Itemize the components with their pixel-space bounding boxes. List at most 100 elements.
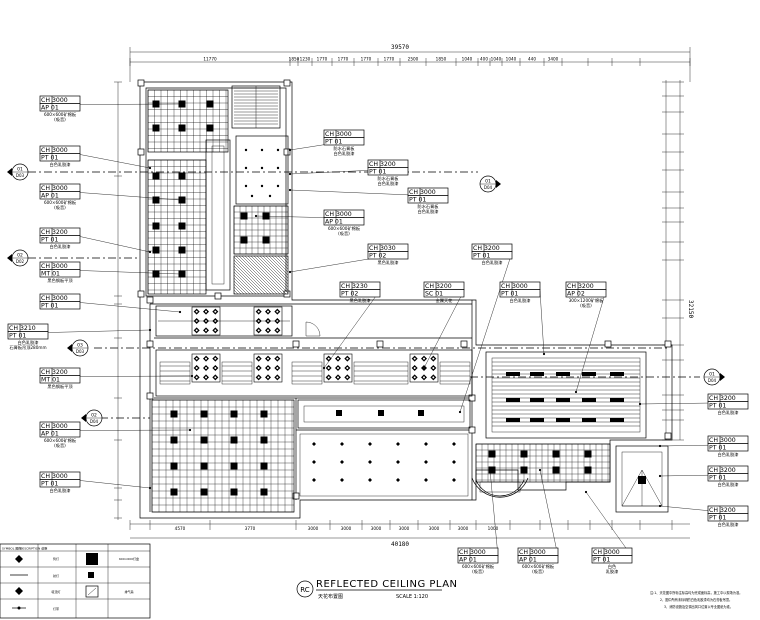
strip-light (506, 372, 520, 376)
light-panel (178, 124, 186, 132)
hatch-line (250, 256, 288, 294)
tag-note: 金属天花 (436, 297, 453, 304)
hatch-line (256, 256, 288, 288)
ornament-dot (267, 357, 269, 360)
hatch-line (194, 256, 232, 294)
leader-dot (148, 166, 152, 170)
strip-light (506, 418, 520, 422)
light-panel (200, 410, 208, 418)
tag-code-box (39, 301, 81, 310)
tag-note-2: 石膏板吊顶280mm (9, 344, 46, 351)
top-dim-label: 2500 (408, 57, 419, 62)
strip-light (610, 418, 624, 422)
tag-ch: CH 3000 (41, 295, 68, 302)
light-panel (178, 222, 186, 230)
tag-ch: CH 3000 (41, 97, 68, 104)
light-panel (552, 466, 560, 474)
hatch-line (244, 256, 284, 294)
leader-dot (574, 390, 578, 394)
leader-dot (538, 468, 542, 472)
tag-note: 防水石膏板 (378, 175, 400, 182)
leader-line (79, 302, 181, 313)
ornament-dot (327, 367, 330, 369)
strip-light (556, 372, 570, 376)
tag-ch: CH 3000 (593, 549, 620, 556)
downlight (260, 184, 264, 188)
leader-dot (658, 474, 662, 478)
tag-code: PT 01 (41, 303, 58, 310)
tag-note: 600×600矿棉板 (44, 437, 77, 444)
tag-code-box (407, 195, 449, 204)
tag-note-2: (吸音) (580, 302, 592, 309)
top-dim-label: 1850 (436, 57, 447, 62)
downlight (276, 184, 280, 188)
tag-code-box (323, 217, 365, 226)
ornament-dot (267, 329, 269, 332)
toilet-zone (235, 135, 289, 205)
leader-line (79, 236, 151, 253)
tag-code: PT 01 (369, 169, 386, 176)
light-panel (520, 466, 528, 474)
leader-line (79, 429, 191, 431)
ornament-dot (337, 367, 339, 369)
tag-code: MT 01 (41, 271, 60, 278)
top-dim-label: 3400 (548, 57, 559, 62)
lift-box (615, 445, 669, 513)
strip-light (610, 398, 624, 402)
ornament-dot (267, 376, 269, 379)
ornament-dot (276, 310, 279, 313)
column (664, 432, 672, 440)
tag-ch: CH 3200 (425, 283, 452, 290)
light-panel (260, 488, 268, 496)
legend-row-2-left: 射灯 (53, 573, 59, 578)
hatch-line (234, 256, 272, 294)
spotlight (452, 460, 456, 464)
light-panel (170, 462, 178, 470)
bottom-dim-label: 3000 (429, 526, 440, 531)
leader-dot (148, 328, 152, 332)
section-sheet: D04 (90, 419, 99, 424)
strip-light (610, 372, 624, 376)
spotlight (340, 460, 344, 464)
top-dim-label: 400 (480, 57, 488, 62)
ornament-dot (257, 310, 260, 313)
zone-right-strip-panels (485, 351, 647, 439)
downlight (276, 148, 280, 152)
drawing-notes: 注:1、天花图中所标注标高均为完成面标高，施工中以现场为准。 2、图中所有未标明… (650, 590, 742, 609)
tag-ch: CH 3200 (369, 161, 396, 168)
top-dim-label: 1040 (491, 57, 502, 62)
ornament-dot (195, 376, 198, 379)
downlight (244, 184, 248, 188)
section-sheet: D04 (708, 378, 717, 383)
hatch-line (274, 256, 288, 270)
legend-row-1-right: 600×600灯盘 (119, 556, 139, 561)
tag-note-2: (吸音) (54, 442, 66, 449)
leader-dot (658, 504, 662, 508)
legend-row-3-left: 吸顶灯 (51, 589, 60, 594)
stair-hatch (231, 85, 281, 129)
leader-line (79, 192, 181, 201)
ornament-dot (276, 367, 279, 369)
strip-light (530, 398, 544, 402)
bottom-dim-label: 3000 (399, 526, 410, 531)
column (604, 340, 612, 348)
column (376, 340, 384, 348)
spotlight (452, 442, 456, 446)
light-panel (552, 450, 560, 458)
tag-note: 600×600矿棉板 (44, 199, 77, 206)
leader-dot (542, 352, 546, 356)
ornament-dot (205, 329, 207, 332)
hatch-line (238, 256, 278, 294)
tag-code-box (39, 375, 81, 384)
tag-code: PT 01 (409, 197, 426, 204)
